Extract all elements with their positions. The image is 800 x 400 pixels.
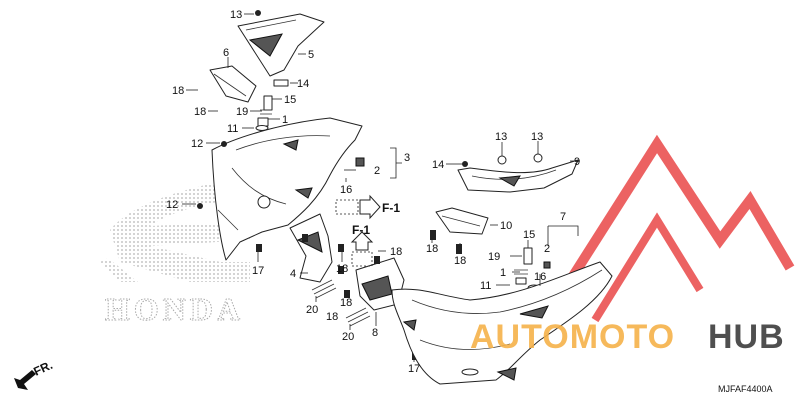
f1-ref-upper: F-1: [335, 194, 400, 220]
callout-15: 15: [523, 229, 535, 241]
callout-12: 12: [191, 138, 203, 150]
callout-8: 8: [372, 327, 378, 339]
callout-18: 18: [390, 246, 402, 258]
callout-19: 19: [488, 251, 500, 263]
part-7-right-lower-cowl: [391, 261, 613, 385]
front-direction-arrow: FR.: [14, 358, 55, 390]
callout-16: 16: [340, 184, 352, 196]
automotohub-wordmark: AUTOMOTO HUB: [470, 318, 785, 356]
diagram-code: MJFAF4400A: [718, 384, 773, 394]
part-9-right-cover: [457, 159, 579, 193]
callout-20: 20: [306, 304, 318, 316]
callout-2: 2: [374, 165, 380, 177]
automotohub-logo: [540, 134, 795, 323]
callout-5: 5: [308, 49, 314, 61]
callout-13: 13: [531, 131, 543, 143]
spring-20-right: [345, 307, 371, 327]
callout-7: 7: [560, 211, 566, 223]
automotohub-text-part2: HUB: [708, 318, 785, 356]
callout-17: 17: [408, 363, 420, 375]
callout-6: 6: [223, 47, 229, 59]
automotohub-text-part1: AUTOMOTO: [470, 318, 675, 356]
callouts: 13 5 6 18 14 15 18 19 1 11 12 2 3 16 12 …: [166, 9, 580, 375]
callout-1: 1: [282, 114, 288, 126]
callout-13: 13: [495, 131, 507, 143]
spring-20-left: [311, 279, 337, 299]
part-3-left-cowl: [211, 117, 363, 261]
callout-20: 20: [342, 331, 354, 343]
f1-label-upper: F-1: [382, 201, 400, 215]
callout-18: 18: [426, 243, 438, 255]
callout-18: 18: [454, 255, 466, 267]
f1-ref-lower: F-1: [350, 223, 374, 267]
callout-4: 4: [290, 268, 296, 280]
callout-9: 9: [574, 156, 580, 168]
callout-19: 19: [236, 106, 248, 118]
callout-3: 3: [404, 152, 410, 164]
callout-1: 1: [500, 267, 506, 279]
callout-17: 17: [252, 265, 264, 277]
honda-wing-logo: HONDA: [100, 176, 250, 328]
callout-12: 12: [166, 199, 178, 211]
callout-14: 14: [297, 78, 309, 90]
callout-18: 18: [172, 85, 184, 97]
callout-15: 15: [284, 94, 296, 106]
callout-18: 18: [326, 311, 338, 323]
callout-18: 18: [194, 106, 206, 118]
part-4-inner-duct: [289, 213, 333, 283]
callout-16: 16: [534, 271, 546, 283]
callout-11: 11: [227, 123, 238, 135]
front-label: FR.: [31, 358, 54, 379]
part-5-top-cover: [237, 13, 325, 77]
callout-18: 18: [336, 263, 348, 275]
callout-13: 13: [230, 9, 242, 21]
callout-11: 11: [480, 280, 491, 292]
part-10-bracket: [435, 207, 489, 235]
honda-brand-text: HONDA: [105, 291, 244, 327]
f1-label-lower: F-1: [352, 223, 370, 237]
callout-10: 10: [500, 220, 512, 232]
part-6-bracket: [209, 65, 257, 103]
callout-2: 2: [544, 243, 550, 255]
leader-lines: [182, 13, 580, 362]
callout-14: 14: [432, 159, 444, 171]
callout-18: 18: [340, 297, 352, 309]
